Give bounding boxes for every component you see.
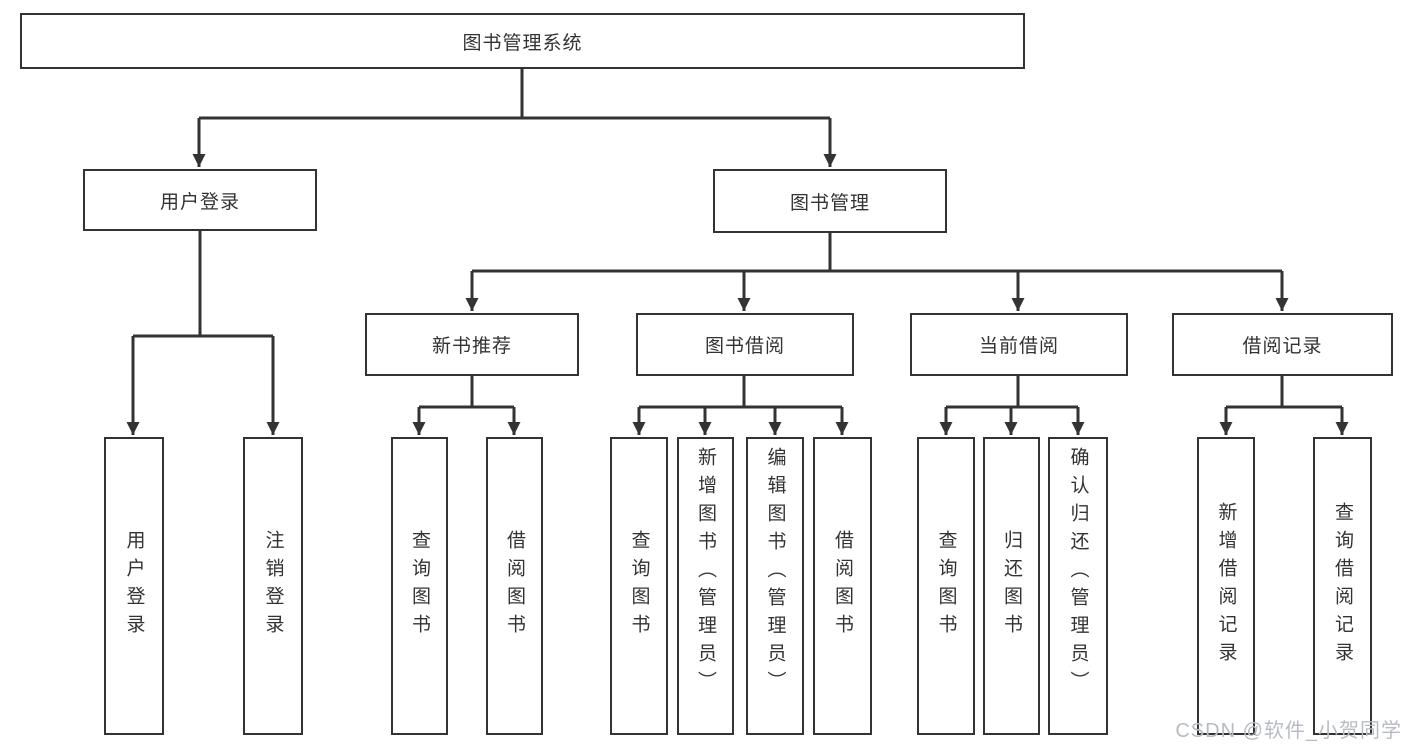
- node-add-borrow-record: 新增借阅记录: [1197, 437, 1255, 735]
- node-query-books-current: 查询图书: [917, 437, 975, 735]
- node-add-books-admin: 新增图书（管理员）: [677, 437, 734, 735]
- node-label: 查询图书: [935, 530, 957, 642]
- node-label: 用户登录: [123, 530, 145, 642]
- node-label: 借阅图书: [832, 530, 853, 642]
- node-query-books-borrow: 查询图书: [610, 437, 668, 735]
- node-label: 查询图书: [409, 530, 430, 642]
- node-logout: 注销登录: [243, 437, 303, 735]
- node-label: 新增借阅记录: [1215, 502, 1237, 670]
- node-label: 编辑图书（管理员）: [764, 447, 786, 699]
- node-label: 注销登录: [262, 530, 284, 642]
- node-user-login: 用户登录: [104, 437, 164, 735]
- node-borrowing-records: 借阅记录: [1172, 313, 1393, 376]
- node-label: 借阅图书: [504, 530, 525, 642]
- node-borrow-books-recommend: 借阅图书: [486, 437, 543, 735]
- node-current-borrowing: 当前借阅: [910, 313, 1128, 376]
- node-user-login-branch: 用户登录: [83, 169, 317, 231]
- csdn-watermark: CSDN @软件_小贺同学: [1175, 720, 1402, 742]
- node-query-books-recommend: 查询图书: [391, 437, 448, 735]
- node-label: 新增图书（管理员）: [695, 447, 716, 699]
- node-return-books: 归还图书: [983, 437, 1040, 735]
- node-borrow-books: 借阅图书: [813, 437, 872, 735]
- node-book-borrowing: 图书借阅: [636, 313, 854, 376]
- node-label: 查询借阅记录: [1332, 502, 1353, 670]
- node-label: 确认归还（管理员）: [1067, 447, 1089, 699]
- node-label: 归还图书: [1001, 530, 1022, 642]
- node-root: 图书管理系统: [20, 13, 1025, 69]
- node-new-book-recommend: 新书推荐: [365, 313, 579, 376]
- node-confirm-return-admin: 确认归还（管理员）: [1048, 437, 1108, 735]
- node-book-management: 图书管理: [713, 169, 947, 233]
- node-edit-books-admin: 编辑图书（管理员）: [746, 437, 804, 735]
- node-label: 查询图书: [628, 530, 650, 642]
- node-query-borrow-record: 查询借阅记录: [1313, 437, 1372, 735]
